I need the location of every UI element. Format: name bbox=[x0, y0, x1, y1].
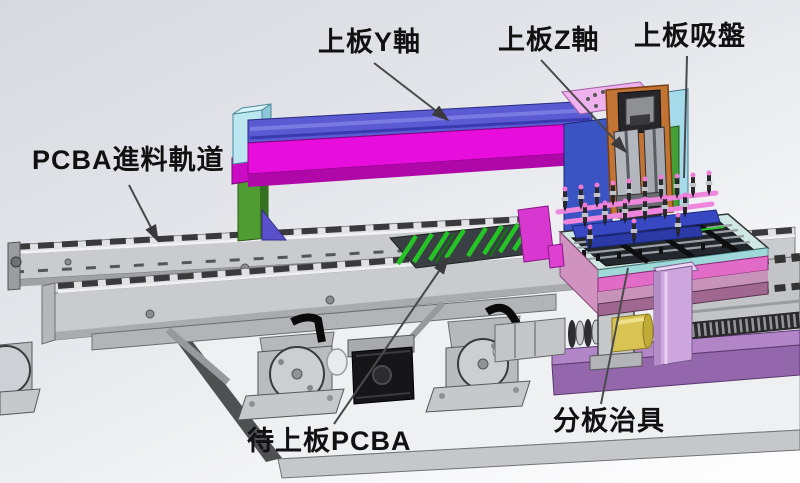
waiting-pcba-boards bbox=[388, 205, 555, 269]
bearing-block-left bbox=[0, 341, 41, 416]
label-upper-board-suction: 上板吸盤 bbox=[634, 21, 746, 51]
leader-waiting-pcba bbox=[333, 256, 450, 425]
stepper-motor bbox=[326, 334, 415, 405]
leader-y-axis bbox=[373, 62, 450, 122]
label-upper-board-z-axis: 上板Z軸 bbox=[498, 25, 600, 55]
leader-fixture bbox=[600, 267, 629, 405]
leader-feed-rail bbox=[128, 184, 159, 243]
bearing-block-center bbox=[237, 345, 345, 421]
fixture-support-column bbox=[653, 261, 699, 367]
leader-suction bbox=[683, 55, 688, 179]
leader-z-axis bbox=[540, 59, 628, 154]
label-separation-fixture: 分板治具 bbox=[553, 406, 665, 436]
suction-plate-assembly bbox=[555, 170, 721, 250]
leader-lines bbox=[128, 55, 688, 425]
y-axis-beam bbox=[247, 100, 593, 187]
label-waiting-pcba: 待上板PCBA bbox=[247, 426, 412, 456]
label-upper-board-y-axis: 上板Y軸 bbox=[318, 27, 422, 57]
label-pcba-feed-rail: PCBA進料軌道 bbox=[32, 145, 225, 175]
